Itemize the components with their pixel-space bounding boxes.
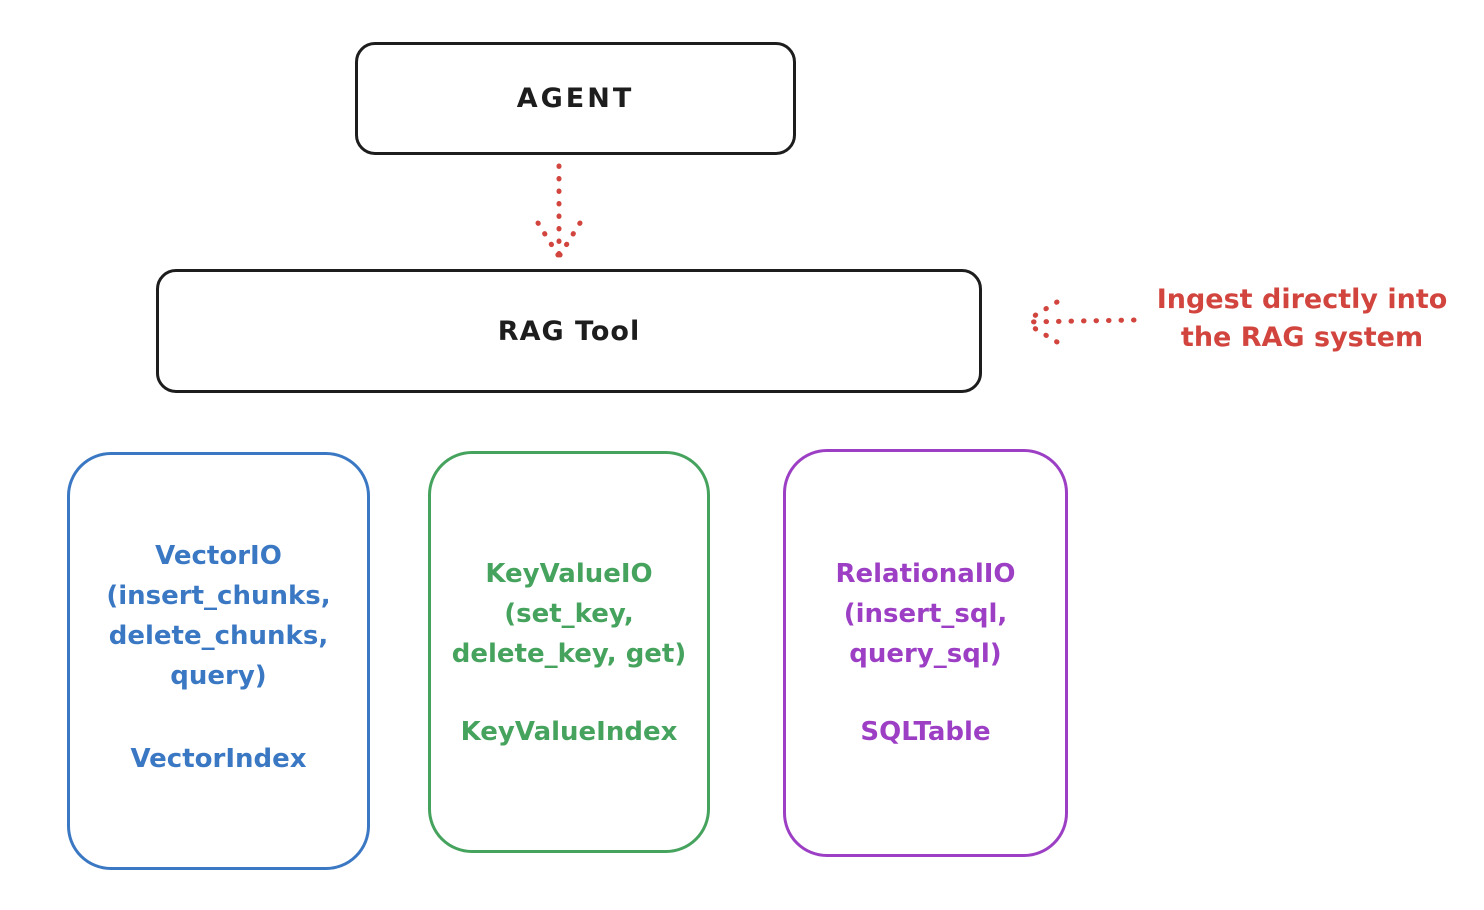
keyvalueio-api-line: KeyValueIO xyxy=(485,559,653,589)
annotation-ingest-note: Ingest directly into the RAG system xyxy=(1130,281,1474,357)
vectorio-api-line: query) xyxy=(170,661,267,691)
arrow-annotation-to-rag-tool-icon xyxy=(1023,299,1137,345)
keyvalueio-index-label: KeyValueIndex xyxy=(460,717,678,747)
vectorio-backend-text: VectorIO (insert_chunks, delete_chunks, … xyxy=(70,536,367,779)
annotation-line-1: Ingest directly into xyxy=(1156,284,1448,315)
vectorio-api-line: VectorIO xyxy=(155,541,282,571)
keyvalueio-backend-text: KeyValueIO (set_key, delete_key, get) Ke… xyxy=(431,554,707,752)
agent-node: AGENT xyxy=(355,42,796,155)
vectorio-index-label: VectorIndex xyxy=(130,744,307,774)
relationalio-api-line: (insert_sql, xyxy=(843,599,1008,629)
relationalio-api-line: query_sql) xyxy=(849,639,1002,669)
relationalio-backend-text: RelationalIO (insert_sql, query_sql) SQL… xyxy=(786,554,1065,752)
relationalio-backend-box: RelationalIO (insert_sql, query_sql) SQL… xyxy=(783,449,1068,857)
arrow-agent-to-rag-tool-icon xyxy=(535,163,583,259)
vectorio-api-line: (insert_chunks, xyxy=(106,581,331,611)
relationalio-api-line: RelationalIO xyxy=(835,559,1016,589)
vectorio-backend-box: VectorIO (insert_chunks, delete_chunks, … xyxy=(67,452,370,870)
rag-tool-label: RAG Tool xyxy=(497,315,641,347)
agent-label: AGENT xyxy=(516,83,635,114)
rag-tool-node: RAG Tool xyxy=(156,269,982,393)
vectorio-api-line: delete_chunks, xyxy=(108,621,329,651)
keyvalueio-api-line: delete_key, get) xyxy=(451,639,687,669)
annotation-line-2: the RAG system xyxy=(1180,322,1424,353)
keyvalueio-api-line: (set_key, xyxy=(504,599,634,629)
relationalio-index-label: SQLTable xyxy=(860,717,991,747)
keyvalueio-backend-box: KeyValueIO (set_key, delete_key, get) Ke… xyxy=(428,451,710,853)
